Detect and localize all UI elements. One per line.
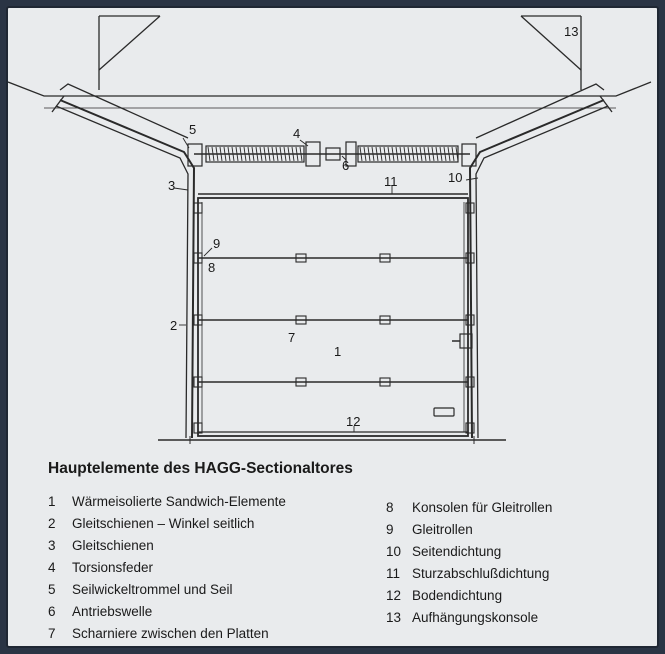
callout-2: 2	[170, 318, 177, 333]
torsion-spring-right	[359, 146, 459, 162]
callout-10: 10	[448, 170, 462, 185]
suspension-bracket-right	[520, 15, 582, 90]
grip-plate	[433, 407, 455, 417]
lock-handle	[452, 333, 473, 349]
callout-12: 12	[346, 414, 360, 429]
diagram-frame: 13 5 4 6 3 10 11 9 8 2 7 1 12 Haupteleme…	[6, 6, 659, 648]
callout-9: 9	[213, 236, 220, 251]
callout-7: 7	[288, 330, 295, 345]
torsion-spring-left	[207, 146, 303, 162]
callout-leaders	[173, 137, 479, 432]
callout-6: 6	[342, 158, 349, 173]
track-right	[468, 83, 613, 439]
suspension-bracket-left	[98, 15, 161, 90]
callout-5: 5	[189, 122, 196, 137]
callout-1: 1	[334, 344, 341, 359]
callout-13: 13	[564, 24, 578, 39]
track-left	[51, 83, 196, 439]
callout-11: 11	[384, 174, 398, 189]
callout-4: 4	[293, 126, 300, 141]
floor-line	[158, 436, 506, 444]
legend-title: Hauptelemente des HAGG-Sectionaltores	[48, 460, 353, 477]
hinges	[193, 202, 475, 434]
callout-3: 3	[168, 178, 175, 193]
torsion-shaft	[187, 141, 477, 167]
callout-8: 8	[208, 260, 215, 275]
door-panels	[197, 197, 469, 437]
sectional-door-diagram: 13 5 4 6 3 10 11 9 8 2 7 1 12	[8, 15, 652, 444]
ceiling-line	[8, 81, 652, 97]
